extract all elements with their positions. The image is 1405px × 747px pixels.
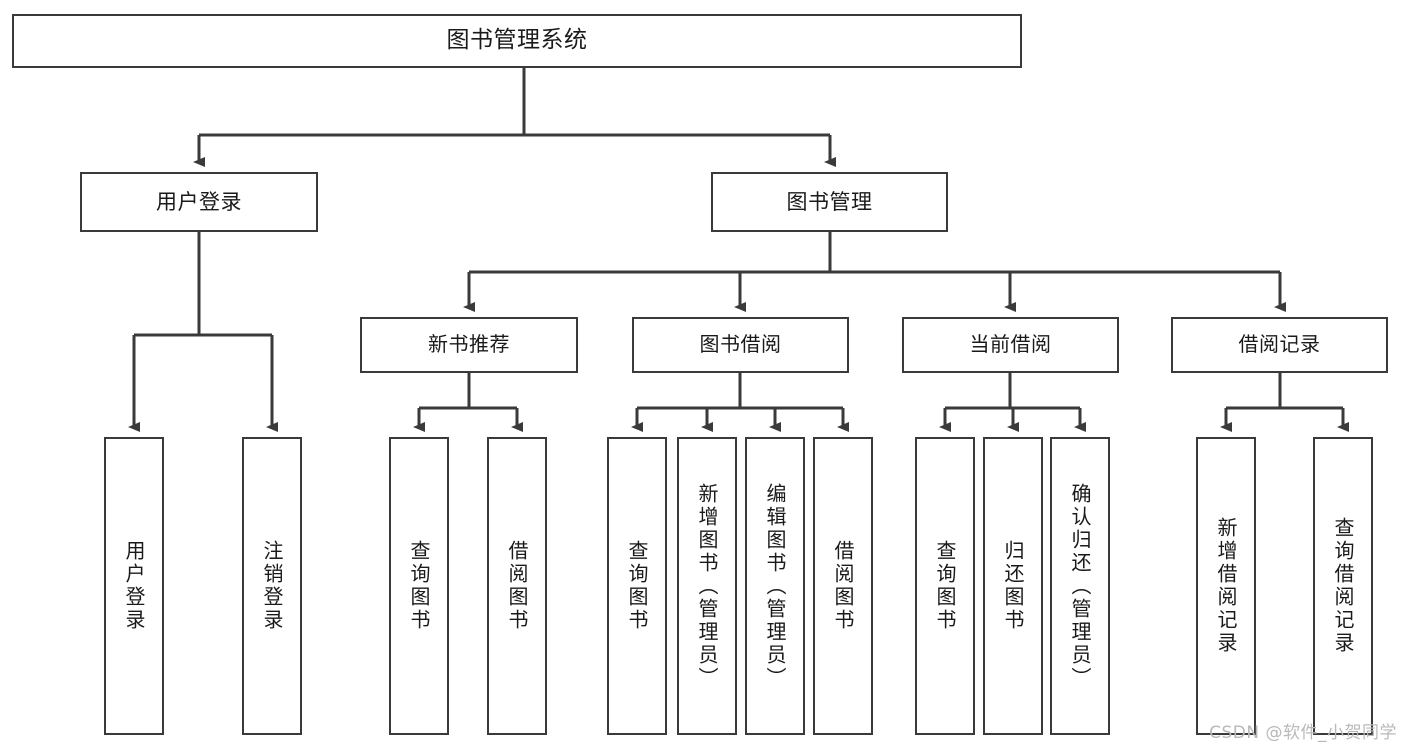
- node-book-management[interactable]: 图书管理: [711, 172, 948, 232]
- leaf-records-query-record[interactable]: 查询借阅记录: [1313, 437, 1373, 735]
- node-current-borrow-label: 当前借阅: [969, 332, 1052, 357]
- leaf-current-query-books[interactable]: 查询图书: [915, 437, 975, 735]
- node-user-login[interactable]: 用户登录: [80, 172, 318, 232]
- leaf-user-logout-label: 注销登录: [260, 540, 284, 632]
- leaf-borrow-borrow-books-label: 借阅图书: [831, 540, 855, 632]
- leaf-borrow-borrow-books[interactable]: 借阅图书: [813, 437, 873, 735]
- leaf-current-return-books[interactable]: 归还图书: [983, 437, 1043, 735]
- leaf-current-confirm-return-admin[interactable]: 确认归还（管理员）: [1050, 437, 1110, 735]
- node-book-management-label: 图书管理: [786, 189, 873, 214]
- leaf-borrow-edit-book-admin-label: 编辑图书（管理员）: [763, 482, 787, 690]
- node-new-book-recommend[interactable]: 新书推荐: [360, 317, 578, 373]
- leaf-current-confirm-return-admin-label: 确认归还（管理员）: [1068, 482, 1092, 690]
- leaf-newbook-borrow-books-label: 借阅图书: [505, 540, 529, 632]
- leaf-borrow-add-book-admin[interactable]: 新增图书（管理员）: [677, 437, 737, 735]
- leaf-user-login-label: 用户登录: [122, 540, 146, 632]
- leaf-user-login[interactable]: 用户登录: [104, 437, 164, 735]
- node-book-borrow[interactable]: 图书借阅: [632, 317, 849, 373]
- leaf-newbook-query-books[interactable]: 查询图书: [389, 437, 449, 735]
- leaf-current-return-books-label: 归还图书: [1001, 540, 1025, 632]
- node-root-label: 图书管理系统: [446, 27, 588, 54]
- leaf-records-query-record-label: 查询借阅记录: [1331, 517, 1355, 655]
- leaf-newbook-query-books-label: 查询图书: [407, 540, 431, 632]
- leaf-newbook-borrow-books[interactable]: 借阅图书: [487, 437, 547, 735]
- node-user-login-label: 用户登录: [156, 189, 242, 214]
- leaf-records-add-record-label: 新增借阅记录: [1214, 517, 1238, 655]
- leaf-borrow-query-books-label: 查询图书: [625, 540, 649, 632]
- leaf-borrow-edit-book-admin[interactable]: 编辑图书（管理员）: [745, 437, 805, 735]
- leaf-borrow-add-book-admin-label: 新增图书（管理员）: [695, 482, 719, 690]
- node-book-borrow-label: 图书借阅: [699, 332, 782, 357]
- node-root[interactable]: 图书管理系统: [12, 14, 1022, 68]
- node-borrow-records-label: 借阅记录: [1238, 332, 1321, 357]
- leaf-records-add-record[interactable]: 新增借阅记录: [1196, 437, 1256, 735]
- leaf-current-query-books-label: 查询图书: [933, 540, 957, 632]
- node-borrow-records[interactable]: 借阅记录: [1171, 317, 1388, 373]
- leaf-user-logout[interactable]: 注销登录: [242, 437, 302, 735]
- node-new-book-recommend-label: 新书推荐: [428, 332, 510, 357]
- leaf-borrow-query-books[interactable]: 查询图书: [607, 437, 667, 735]
- node-current-borrow[interactable]: 当前借阅: [902, 317, 1119, 373]
